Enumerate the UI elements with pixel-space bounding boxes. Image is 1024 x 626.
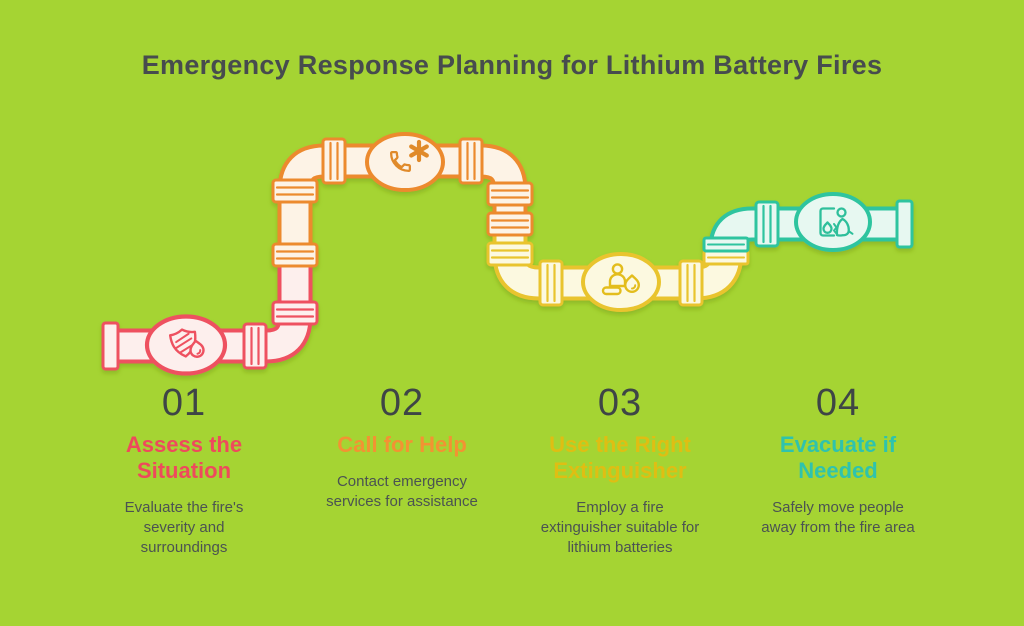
flange <box>321 137 347 185</box>
flange <box>271 178 319 204</box>
flange <box>754 200 780 248</box>
person-fire-icon <box>601 263 640 296</box>
step-node-4 <box>794 192 872 252</box>
shield-fire-icon <box>168 328 205 358</box>
pipe-end-cap-left <box>101 321 120 371</box>
step-title: Evacuate if Needed <box>779 432 897 483</box>
step-card-4: 04 Evacuate if Needed Safely move people… <box>729 384 947 559</box>
step-number: 01 <box>161 382 207 424</box>
flange <box>271 300 319 326</box>
step-card-1: 01 Assess the Situation Evaluate the fir… <box>75 384 293 559</box>
pipe-flanges <box>242 137 780 370</box>
evacuation-exit-icon <box>819 207 854 237</box>
flange <box>486 181 534 207</box>
step-node-3 <box>581 252 661 312</box>
step-node-1 <box>144 314 228 376</box>
step-title: Assess the Situation <box>125 432 243 483</box>
flange <box>486 241 534 267</box>
flange <box>486 211 534 237</box>
step-node-2 <box>365 132 445 192</box>
step-title: Call for Help <box>337 432 467 457</box>
step-description: Contact emergency services for assistanc… <box>326 472 478 511</box>
flange <box>242 322 268 370</box>
step-number: 03 <box>597 382 643 424</box>
step-description: Employ a fire extinguisher suitable for … <box>540 498 700 557</box>
flange <box>702 249 750 266</box>
flange <box>538 259 564 307</box>
step-title: Use the Right Extinguisher <box>549 432 691 483</box>
step-description: Evaluate the fire's severity and surroun… <box>124 498 244 557</box>
flange <box>702 236 750 253</box>
page-title: Emergency Response Planning for Lithium … <box>141 50 883 80</box>
flange <box>458 137 484 185</box>
pipe-end-cap-right <box>895 199 914 249</box>
step-number: 04 <box>815 382 861 424</box>
flange <box>271 242 319 268</box>
phone-emergency-icon <box>389 139 429 172</box>
step-number: 02 <box>379 382 425 424</box>
flange <box>678 259 704 307</box>
step-card-2: 02 Call for Help Contact emergency servi… <box>293 384 511 559</box>
steps-row: 01 Assess the Situation Evaluate the fir… <box>75 384 947 559</box>
step-card-3: 03 Use the Right Extinguisher Employ a f… <box>511 384 729 559</box>
step-description: Safely move people away from the fire ar… <box>761 498 915 537</box>
